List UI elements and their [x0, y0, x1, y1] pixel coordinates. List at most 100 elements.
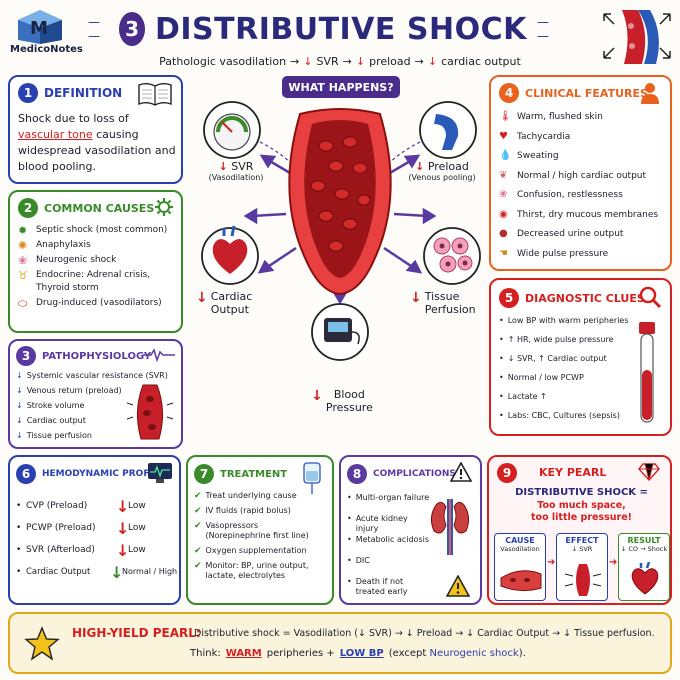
kidney-icon: ● — [499, 228, 508, 239]
clinical-title: CLINICAL FEATURES — [525, 86, 648, 100]
clinical-card: 4 CLINICAL FEATURES 🌡Warm, flushed skin … — [489, 75, 672, 271]
mouth-icon: ◉ — [499, 208, 508, 220]
list-item: •Metabolic acidosis — [347, 535, 429, 544]
warning-icon — [446, 575, 470, 597]
hemo-number: 6 — [16, 464, 36, 484]
warning-icon — [450, 462, 472, 482]
neurogenic-highlight: Neurogenic shock — [429, 648, 519, 659]
diagnostic-card: 5 DIAGNOSTIC CLUES •Low BP with warm per… — [489, 278, 672, 436]
hemo-table: •CVP (Preload)↓Low •PCWP (Preload)↓Low •… — [16, 495, 178, 583]
star-icon — [24, 626, 60, 661]
hand-icon: ☚ — [499, 247, 508, 259]
warm-highlight: WARM — [225, 648, 262, 659]
diagnostic-number: 5 — [499, 288, 519, 308]
svr-label: SVR — [231, 160, 254, 173]
causes-list: ✹Septic shock (most common) ✺Anaphylaxis… — [18, 224, 183, 312]
causes-number: 2 — [18, 198, 38, 218]
ecg-icon — [143, 348, 175, 362]
pearl-cause-box: CAUSE Vasodilation — [494, 533, 546, 601]
dilated-vessel-icon — [500, 570, 542, 592]
list-item: ✹Septic shock (most common) — [18, 224, 168, 237]
tissue-label: Tissue Perfusion — [424, 290, 476, 316]
list-item: ✺Anaphylaxis — [18, 239, 91, 252]
diagnostic-list: •Low BP with warm peripheries •↑ HR, wid… — [499, 316, 639, 430]
title-deco-left: — — — [88, 15, 100, 43]
brain-icon: ❀ — [18, 254, 28, 267]
pearl-arrow-2: ➜ — [609, 557, 618, 568]
page-title: DISTRIBUTIVE SHOCK — [154, 11, 527, 47]
list-item: ✔Vasopressors (Norepinephrine first line… — [194, 521, 309, 540]
key-pearl-title: KEY PEARL — [539, 466, 607, 479]
vessel-icon — [126, 384, 174, 440]
flow-p1: Pathologic vasodilation — [159, 55, 287, 68]
list-item: •Normal / low PCWP — [499, 373, 584, 382]
list-item: •Death if not treated early — [347, 577, 408, 596]
pearl-result-box: RESULT ↓ CO → Shock — [618, 533, 670, 601]
svr-label-box: ↓ SVR (Vasodilation) — [196, 160, 276, 182]
check-icon: ✔ — [194, 506, 202, 516]
hemo-card: 6 HEMODYNAMIC PROFILE •CVP (Preload)↓Low… — [8, 455, 181, 605]
pill-icon: ⬭ — [18, 297, 28, 310]
treatment-number: 7 — [194, 464, 214, 484]
dilated-vessel-icon — [603, 10, 671, 64]
allergy-icon: ✺ — [18, 239, 28, 252]
list-item: ✔Monitor: BP, urine output, lactate, ele… — [194, 561, 309, 580]
tissue-label-box: ↓ Tissue Perfusion — [410, 290, 476, 316]
high-yield-line2: Think: WARM peripheries + LOW BP (except… — [190, 648, 526, 659]
clinical-list: 🌡Warm, flushed skin ♥Tachycardia 💧Sweati… — [499, 111, 669, 267]
logo-cube-icon — [18, 10, 62, 44]
table-row: •SVR (Afterload)↓Low — [16, 540, 146, 560]
complications-list: •Multi-organ failure •Acute kidney injur… — [347, 493, 431, 601]
high-yield-label: HIGH-YIELD PEARL: — [72, 626, 201, 640]
diagnostic-title: DIAGNOSTIC CLUES — [525, 291, 645, 305]
list-item: ◉Thirst, dry mucous membranes — [499, 208, 659, 220]
vascular-tone-highlight: vascular tone — [18, 128, 93, 141]
pearl-arrow-1: ➜ — [547, 557, 556, 568]
center-diagram — [201, 101, 481, 361]
complications-card: 8 COMPLICATIONS •Multi-organ failure •Ac… — [339, 455, 482, 605]
preload-label-box: ↓ Preload (Venous pooling) — [402, 160, 482, 182]
lungs-icon: ❦ — [499, 169, 508, 181]
patho-card: 3 PATHOPHYSIOLOGY ↓Systemic vascular res… — [8, 339, 183, 449]
thyroid-icon: ♉ — [18, 269, 28, 282]
pearl-line3: too little pressure! — [531, 512, 632, 523]
definition-text: Shock due to loss of vascular tone causi… — [18, 112, 176, 173]
list-item: •Multi-organ failure — [347, 493, 430, 502]
list-item: •Lactate ↑ — [499, 392, 547, 401]
flow-p4: cardiac output — [441, 55, 521, 68]
person-icon — [641, 83, 659, 104]
low-bp-highlight: LOW BP — [339, 648, 384, 659]
what-happens-banner: WHAT HAPPENS? — [282, 76, 400, 98]
complications-number: 8 — [347, 464, 367, 484]
list-item: ❦Normal / high cardiac output — [499, 169, 647, 181]
list-item: •DIC — [347, 556, 370, 565]
heart-icon — [631, 562, 659, 595]
list-item: ↓Cardiac output — [16, 416, 86, 425]
list-item: ↓Stroke volume — [16, 401, 85, 410]
preload-label: Preload — [427, 160, 469, 173]
logo-letter: M — [30, 18, 48, 39]
flow-p3: preload — [369, 55, 411, 68]
table-row: •CVP (Preload)↓Low — [16, 496, 146, 516]
patho-number: 3 — [16, 346, 36, 366]
pearl-effect-box: EFFECT ↓ SVR — [556, 533, 608, 601]
check-icon: ✔ — [194, 521, 202, 531]
logo: M MedicoNotes — [10, 8, 83, 58]
list-item: ●Decreased urine output — [499, 228, 624, 239]
list-item: ⬭Drug-induced (vasodilators) — [18, 297, 162, 310]
definition-title: DEFINITION — [44, 86, 123, 100]
check-icon: ✔ — [194, 546, 202, 556]
co-label-box: ↓ Cardiac Output — [196, 290, 253, 316]
magnifier-icon — [639, 286, 662, 309]
list-item: •Low BP with warm peripheries — [499, 316, 629, 325]
table-row: •Cardiac Output↓Normal / High — [16, 562, 178, 582]
vessel-icon — [564, 564, 602, 596]
definition-number: 1 — [18, 83, 38, 103]
list-item: •Acute kidney injury — [347, 514, 408, 533]
svr-sub: (Vasodilation) — [208, 173, 264, 182]
bp-label: Blood Pressure — [325, 388, 373, 414]
list-item: ↓Venous return (preload) — [16, 386, 122, 395]
key-pearl-number: 9 — [497, 463, 517, 483]
iv-bag-icon — [303, 462, 321, 494]
list-item: ❀Neurogenic shock — [18, 254, 117, 267]
